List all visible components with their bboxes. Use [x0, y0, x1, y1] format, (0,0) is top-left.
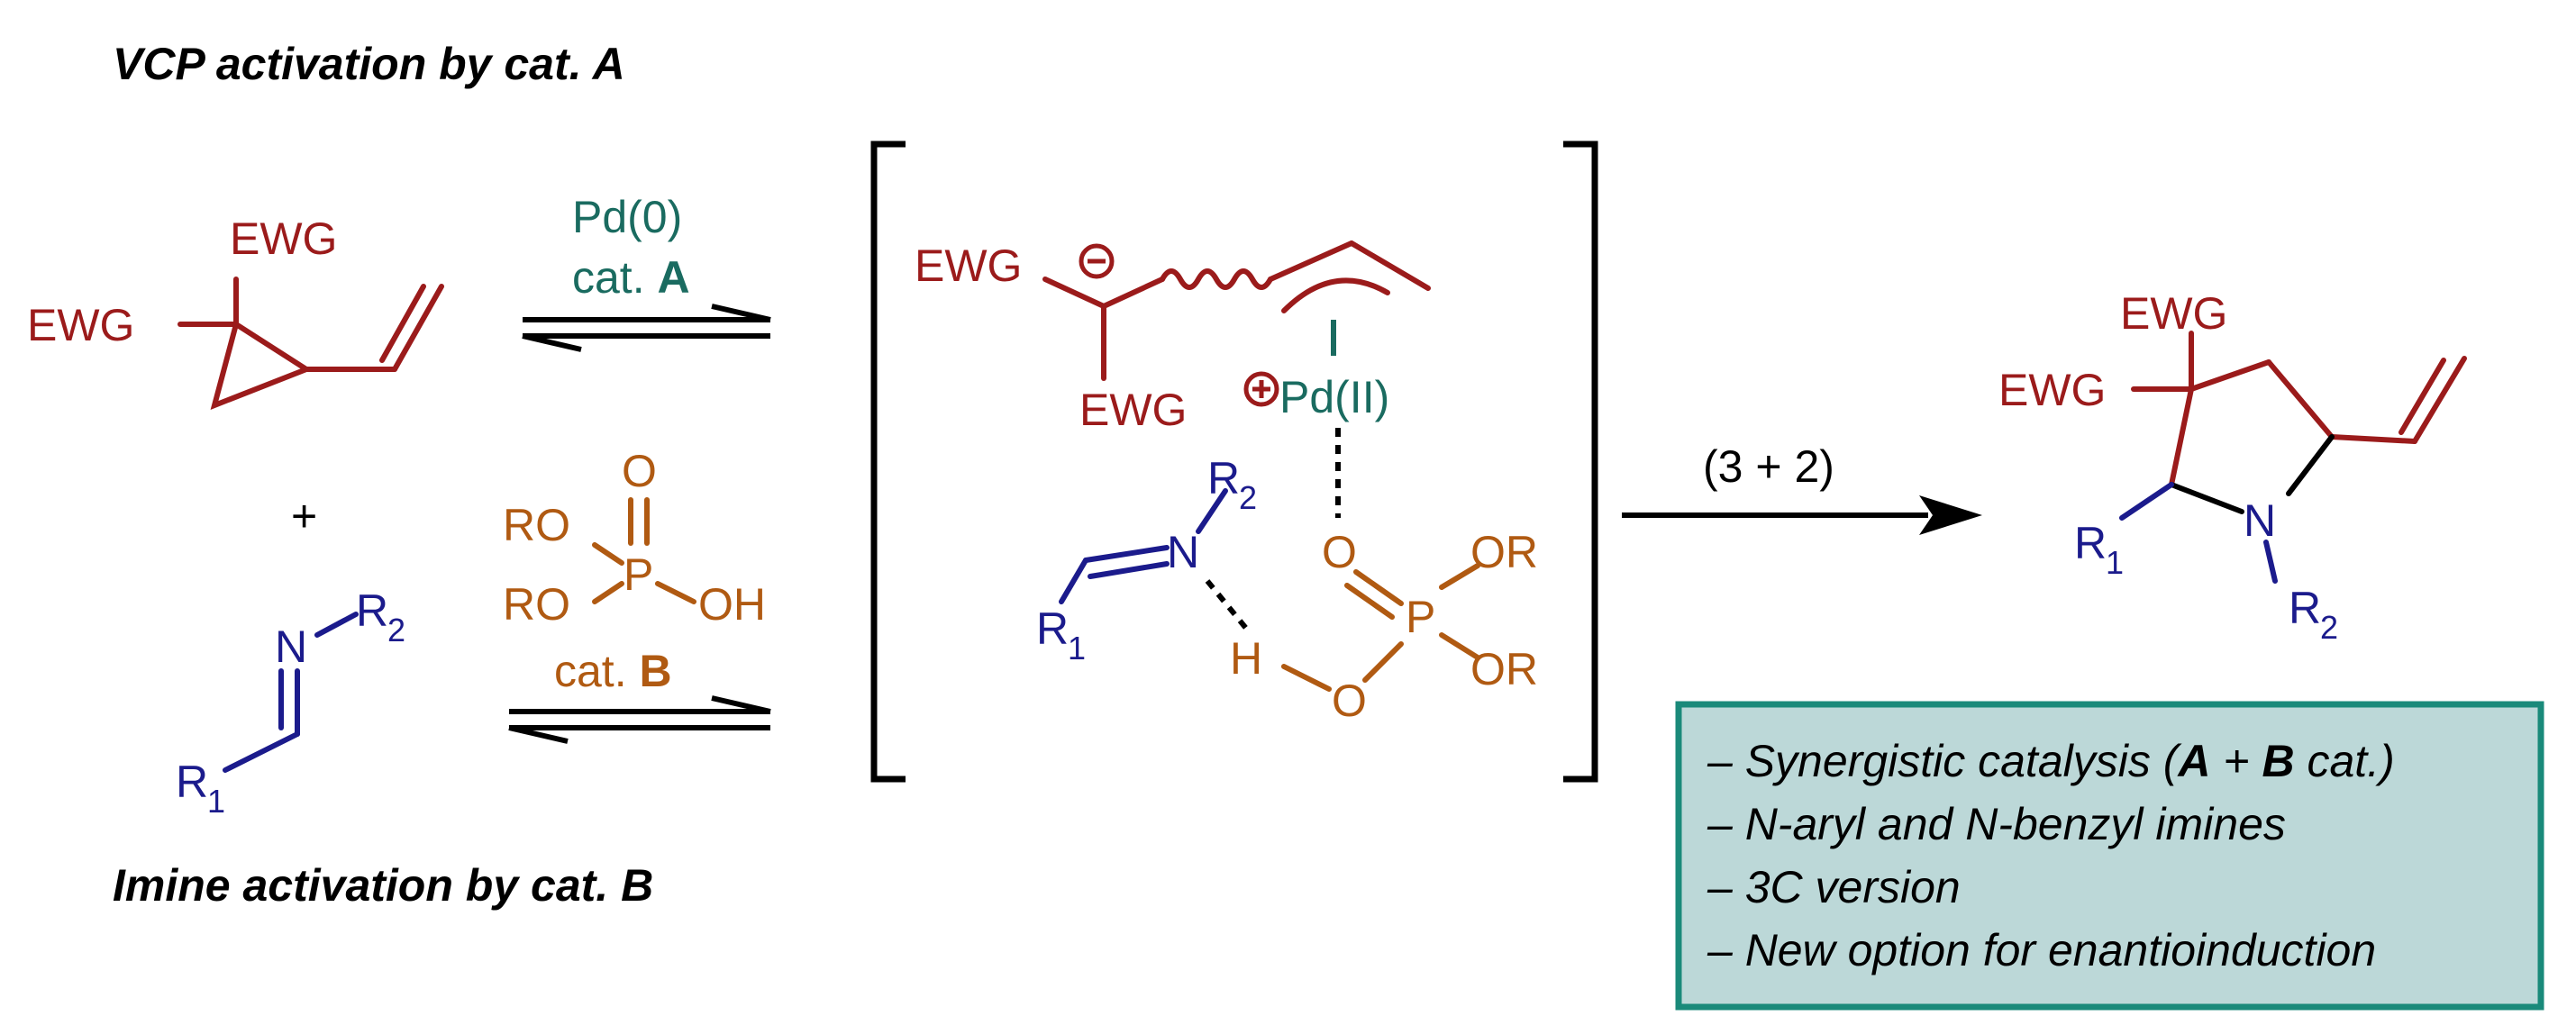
- vcp-bond-vinyl2b: [379, 284, 426, 363]
- product-pyrrolidine: [2119, 331, 2467, 584]
- int-phosphate-p: P: [1406, 592, 1435, 642]
- summary-item-3: – 3C version: [1707, 862, 1961, 912]
- cat-a-label: cat. A: [572, 252, 690, 303]
- int-phosphate: [1281, 563, 1480, 692]
- imine-r2-sub: 2: [387, 612, 405, 649]
- int-imine-r1: R: [1036, 603, 1069, 654]
- summary-box: [1675, 701, 2544, 1011]
- int-phosphate-o-top: O: [1322, 527, 1357, 577]
- phosphoric-acid: [592, 497, 696, 604]
- vcp-ewg-top: EWG: [230, 213, 337, 264]
- imine-bond-r1: [223, 731, 300, 773]
- imine-molecule: [223, 612, 359, 773]
- product-ewg-left: EWG: [1998, 365, 2106, 415]
- imine-n: N: [275, 621, 307, 672]
- zwitterion: [1042, 240, 1431, 381]
- imine-r1: R: [176, 757, 208, 807]
- vcp-molecule: [177, 277, 444, 410]
- vcp-bond-vinyl2: [392, 284, 444, 372]
- int-ewg-bottom: EWG: [1079, 385, 1187, 435]
- intermediate-brackets: [870, 141, 1598, 783]
- vcp-ewg-left: EWG: [27, 300, 134, 350]
- equilibrium-arrows-a: [522, 304, 771, 352]
- int-phosphate-or-top: OR: [1470, 527, 1538, 577]
- cat-b-label: cat. B: [554, 646, 672, 696]
- equilibrium-arrows-b: [508, 695, 771, 744]
- product-ewg-top: EWG: [2120, 288, 2227, 339]
- product-r1-sub: 1: [2106, 544, 2124, 581]
- acid-p: P: [624, 549, 653, 600]
- int-imine-r1-sub: 1: [1068, 630, 1086, 667]
- imine-r1-sub: 1: [207, 783, 225, 820]
- heading-vcp-activation: VCP activation by cat. A: [113, 39, 625, 89]
- int-phosphate-or-bottom: OR: [1470, 644, 1538, 694]
- product-r2: R: [2289, 583, 2321, 633]
- bracket-right: [1563, 141, 1598, 783]
- int-phosphate-o-bottom: O: [1332, 676, 1367, 726]
- reaction-arrow-label: (3 + 2): [1703, 441, 1834, 492]
- bracket-left: [870, 141, 906, 783]
- product-r2-sub: 2: [2320, 609, 2338, 646]
- imine-bond-r2: [314, 612, 359, 638]
- acid-ro-top: RO: [503, 500, 570, 550]
- summary-item-1: – Synergistic catalysis (A + B cat.): [1707, 736, 2395, 786]
- acid-o-top: O: [622, 446, 657, 496]
- int-imine: [1059, 488, 1228, 604]
- int-imine-r2-sub: 2: [1239, 479, 1257, 516]
- int-ewg-left: EWG: [915, 240, 1022, 291]
- heading-imine-activation: Imine activation by cat. B: [113, 860, 653, 911]
- pd2-label: Pd(II): [1279, 372, 1389, 422]
- positive-charge-icon: [1243, 371, 1279, 407]
- negative-charge-icon: [1079, 243, 1115, 279]
- product-r1: R: [2074, 518, 2107, 568]
- h-bond-dashed: [1205, 579, 1251, 632]
- imine-r2: R: [356, 585, 388, 636]
- pd0-label: Pd(0): [572, 192, 682, 242]
- acid-ro-bottom: RO: [503, 579, 570, 630]
- reaction-arrow: [1622, 495, 1982, 535]
- summary-item-4: – New option for enantioinduction: [1707, 925, 2376, 975]
- int-imine-r2: R: [1207, 453, 1240, 503]
- acid-oh: OH: [698, 579, 766, 630]
- int-imine-n: N: [1167, 527, 1199, 577]
- plus-sign: +: [291, 491, 317, 541]
- product-n: N: [2244, 495, 2276, 546]
- summary-item-2: – N-aryl and N-benzyl imines: [1707, 799, 2286, 849]
- int-phosphate-h: H: [1230, 633, 1262, 684]
- vcp-cyclopropane-ring: [210, 320, 313, 410]
